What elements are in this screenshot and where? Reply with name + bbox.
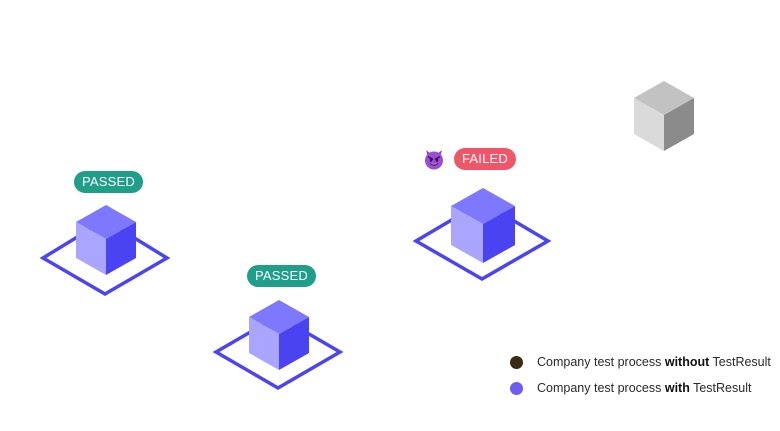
platform-outline [39, 217, 171, 297]
legend-label-with: Company test process with TestResult [537, 381, 752, 395]
legend-item-with: Company test process with TestResult [510, 380, 751, 396]
test-platform-3 [412, 188, 552, 282]
passed-badge-1: PASSED [74, 171, 143, 193]
test-cube-3 [451, 188, 515, 263]
test-cube-2 [249, 300, 309, 370]
failed-badge: FAILED [454, 148, 516, 170]
gray-cube [634, 81, 694, 151]
test-platform-2 [212, 300, 344, 391]
legend-item-without: Company test process without TestResult [510, 354, 771, 370]
test-cube-1 [76, 205, 136, 275]
platform-outline [412, 199, 552, 282]
test-platform-1 [39, 205, 171, 297]
legend-dot-with [510, 381, 523, 395]
legend-label-without: Company test process without TestResult [537, 355, 771, 369]
platform-outline [212, 313, 344, 391]
legend-dot-without [510, 355, 523, 369]
devil-emoji-icon [425, 150, 443, 170]
passed-badge-2: PASSED [247, 265, 316, 287]
